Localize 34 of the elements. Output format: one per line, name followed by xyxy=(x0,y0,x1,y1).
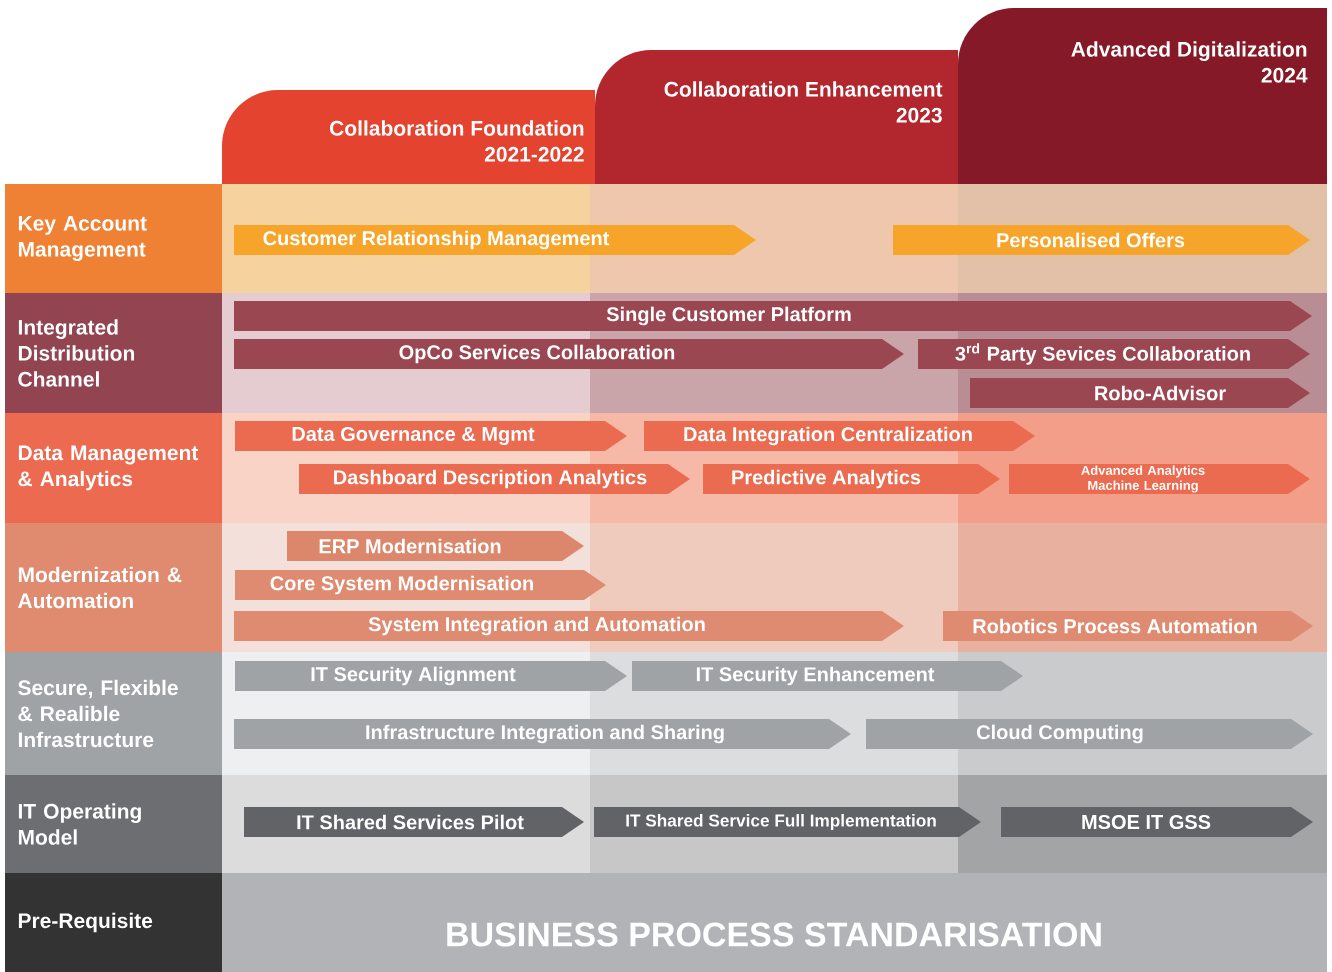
row-header: Key Account Management xyxy=(5,184,222,293)
chevron-bar: IT Security Enhancement xyxy=(632,661,1023,691)
phase-tab: Advanced Digitalization 2024 xyxy=(958,8,1327,184)
chevron-bar: Single Customer Platform xyxy=(234,301,1312,331)
chevron-bar: Dashboard Description Analytics xyxy=(299,464,690,494)
phase-tab: Collaboration Foundation 2021-2022 xyxy=(222,90,595,184)
chevron-bar: Advanced Analytics Machine Learning xyxy=(1009,464,1310,494)
row-header: Secure, Flexible & Realible Infrastructure xyxy=(5,652,222,775)
chevron-bar: System Integration and Automation xyxy=(234,611,904,641)
phase-tab: Collaboration Enhancement 2023 xyxy=(595,50,958,184)
chevron-bar: MSOE IT GSS xyxy=(1001,807,1313,837)
chevron-bar: IT Shared Service Full Implementation xyxy=(594,807,981,837)
chevron-bar: Personalised Offers xyxy=(893,225,1310,255)
chevron-bar: Predictive Analytics xyxy=(703,464,1000,494)
chevron-bar: IT Security Alignment xyxy=(235,661,627,691)
row-header: Data Management & Analytics xyxy=(5,413,222,523)
chevron-bar: Data Governance & Mgmt xyxy=(235,421,627,451)
chevron-bar: Data Integration Centralization xyxy=(644,421,1035,451)
row-header: Modernization & Automation xyxy=(5,523,222,652)
row-header: Pre-Requisite xyxy=(5,873,222,972)
chevron-bar: Core System Modernisation xyxy=(235,570,606,600)
chevron-bar: Customer Relationship Management xyxy=(234,225,756,255)
chevron-bar: 3$^{rd}$ Party Sevices Collaboration xyxy=(918,339,1310,369)
node-label: Advanced Analytics Machine Learning xyxy=(1081,465,1205,493)
row-header: Integrated Distribution Channel xyxy=(5,293,222,413)
chevron-bar: Robo-Advisor xyxy=(970,378,1310,408)
chevron-bar: OpCo Services Collaboration xyxy=(234,339,904,369)
row-header: IT Operating Model xyxy=(5,775,222,873)
chevron-bar: Robotics Process Automation xyxy=(943,611,1313,641)
chevron-bar: Infrastructure Integration and Sharing xyxy=(234,719,851,749)
chevron-bar: Cloud Computing xyxy=(866,719,1313,749)
chevron-bar: ERP Modernisation xyxy=(287,531,584,561)
chevron-bar: IT Shared Services Pilot xyxy=(244,807,584,837)
prerequisite-band: BUSINESS PROCESS STANDARISATION xyxy=(222,873,1327,972)
